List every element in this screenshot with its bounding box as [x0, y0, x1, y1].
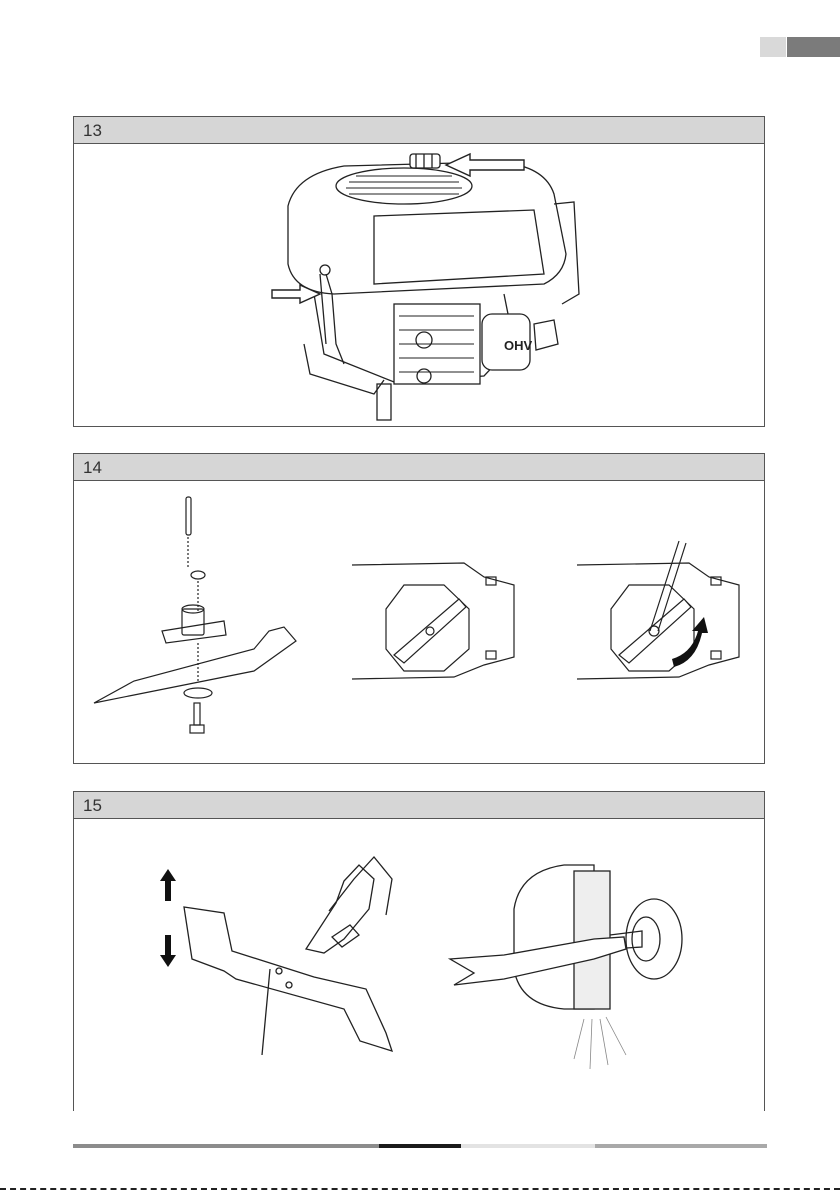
panel-header: 14 — [74, 454, 764, 481]
figure-panel-14: 14 — [73, 453, 765, 764]
figure-panel-13: 13 OHV — [73, 116, 765, 427]
engine-label: OHV — [504, 338, 533, 353]
engine-oil-check-icon: OHV — [74, 144, 764, 426]
panel-number: 15 — [83, 796, 102, 816]
blade-sharpening-icon — [74, 819, 764, 1111]
panel-number: 13 — [83, 121, 102, 141]
footer-rule — [379, 1144, 461, 1148]
panel-header: 15 — [74, 792, 764, 819]
language-tab-inactive — [760, 37, 786, 57]
figure-panel-15: 15 — [73, 791, 765, 1111]
panel-number: 14 — [83, 458, 102, 478]
footer-rule — [595, 1144, 767, 1148]
panel-header: 13 — [74, 117, 764, 144]
blade-assembly-icon — [74, 481, 764, 763]
footer-rule — [73, 1144, 379, 1148]
language-tab-active — [787, 37, 840, 57]
footer-rule — [461, 1144, 595, 1148]
page-edge-dashes — [0, 1188, 840, 1190]
